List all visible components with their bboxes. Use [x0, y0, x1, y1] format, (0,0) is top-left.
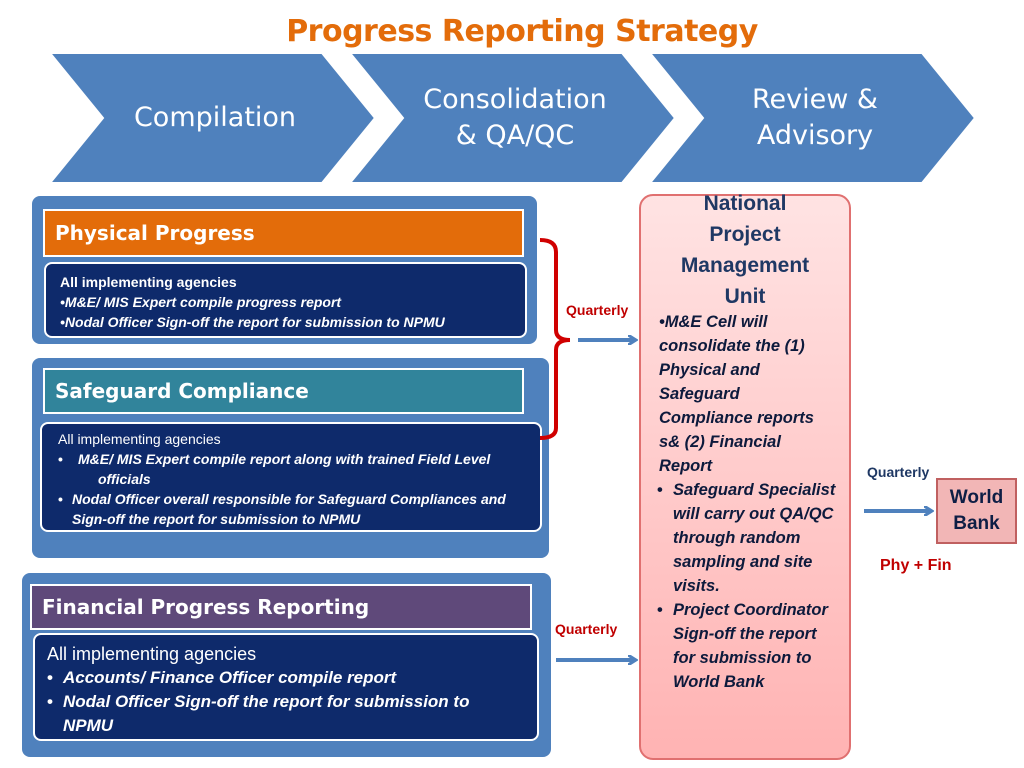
world-bank-line2: Bank	[953, 513, 1000, 534]
safeguard-compliance-header: Safeguard Compliance	[43, 368, 524, 414]
physical-progress-header: Physical Progress	[43, 209, 524, 257]
quarterly-label-top: Quarterly	[566, 302, 629, 318]
npmu-item: •Project Coordinator Sign-off the report…	[657, 601, 828, 691]
red-bracket	[539, 238, 571, 440]
financial-bullet: •Accounts/ Finance Officer compile repor…	[47, 668, 397, 687]
stage-compilation-label: Compilation	[133, 102, 297, 133]
phy-fin-label: Phy + Fin	[880, 557, 952, 574]
quarterly-label-right: Quarterly	[867, 464, 930, 480]
stage-review-line1: Review &	[752, 84, 878, 115]
physical-bullet: •Nodal Officer Sign-off the report for s…	[60, 314, 445, 330]
physical-intro: All implementing agencies	[60, 274, 237, 290]
process-chevrons	[47, 52, 977, 184]
stage-consolidation-line2: & QA/QC	[455, 120, 575, 151]
npmu-box	[639, 194, 851, 760]
stage-consolidation-line1: Consolidation	[423, 84, 607, 115]
world-bank-line1: World	[949, 487, 1004, 508]
safeguard-bullet: •Nodal Officer overall responsible for S…	[58, 491, 506, 527]
chevron-compilation	[47, 52, 377, 184]
stage-review-label: Review & Advisory	[705, 82, 925, 154]
npmu-item: •Safeguard Specialist will carry out QA/…	[657, 481, 836, 595]
chevron-review	[647, 52, 977, 184]
financial-progress-header: Financial Progress Reporting	[30, 584, 532, 630]
financial-intro: All implementing agencies	[47, 644, 257, 664]
safeguard-compliance-body: All implementing agencies •M&E/ MIS Expe…	[40, 422, 542, 532]
npmu-item: •M&E Cell will consolidate the (1) Physi…	[659, 313, 814, 475]
safeguard-intro: All implementing agencies	[58, 431, 221, 447]
page-title: Progress Reporting Strategy	[286, 14, 758, 49]
npmu-title: National Project Management Unit	[680, 192, 810, 308]
financial-progress-body: All implementing agencies •Accounts/ Fin…	[33, 633, 539, 741]
physical-progress-body: All implementing agencies •M&E/ MIS Expe…	[44, 262, 527, 338]
safeguard-bullet: •M&E/ MIS Expert compile report along wi…	[58, 451, 491, 487]
npmu-body: •M&E Cell will consolidate the (1) Physi…	[657, 310, 837, 694]
financial-bullet: •Nodal Officer Sign-off the report for s…	[47, 692, 470, 735]
stage-review-line2: Advisory	[756, 120, 874, 151]
quarterly-label-bottom: Quarterly	[555, 621, 618, 637]
chevron-consolidation	[347, 52, 677, 184]
world-bank-box: World Bank	[936, 478, 1017, 544]
stage-consolidation-label: Consolidation & QA/QC	[402, 82, 628, 154]
physical-bullet: •M&E/ MIS Expert compile progress report	[60, 294, 342, 310]
